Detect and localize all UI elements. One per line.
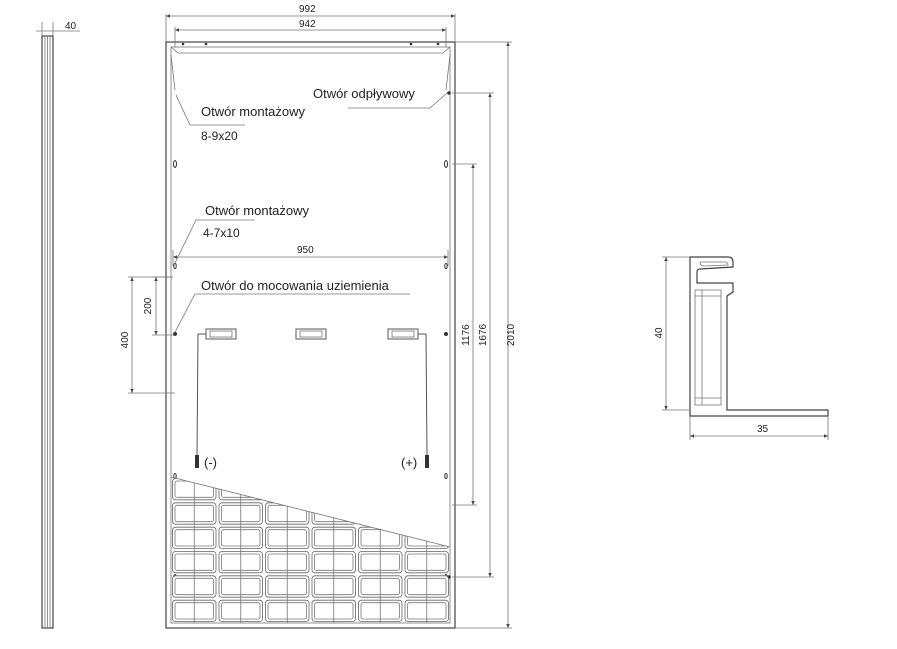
side-thickness-dim: 40 [65, 21, 77, 32]
drain-hole-leader [348, 92, 448, 109]
solar-cell-inner [314, 480, 354, 498]
mounting-hole-a-size: 8-9x20 [201, 129, 238, 143]
small-hole-left-upper [173, 263, 177, 269]
solar-cell-inner [267, 480, 307, 498]
cable-positive [418, 333, 428, 456]
mounting-hole-right-upper [444, 160, 448, 168]
mounting-hole-b-label: Otwór montażowy [205, 203, 310, 218]
small-hole-right-lower [444, 473, 448, 479]
profile-chamber [694, 289, 722, 406]
junction-box-center [295, 328, 327, 340]
mounting-hole-left-upper [173, 160, 177, 168]
connector-positive [425, 455, 429, 468]
front-view: 992 942 950 400 [120, 4, 517, 629]
grounding-hole-label: Otwór do mocowania uziemienia [201, 278, 390, 293]
mid-width-dim: 950 [297, 245, 314, 256]
profile-height-dim: 40 [654, 327, 665, 339]
solar-cell-inner [360, 504, 400, 523]
solar-cell-inner [360, 480, 400, 498]
height-outer-dim: 2010 [506, 323, 517, 346]
height-mid-dim: 1176 [461, 324, 472, 346]
junction-box-right [387, 328, 419, 340]
mounting-hole-b-size: 4-7x10 [203, 226, 240, 240]
cutaway-diagonal [170, 476, 451, 548]
solar-cell [404, 478, 449, 501]
positive-label: (+) [401, 455, 417, 470]
profile-outline [689, 256, 829, 417]
mounting-hole-b-leader [174, 219, 255, 264]
junction-box-left [205, 328, 237, 340]
drain-hole-top [447, 91, 451, 95]
cable-negative [196, 333, 206, 456]
left-dim-outer: 400 [120, 331, 131, 348]
grounding-hole-leader [174, 293, 410, 333]
mounting-hole-a-leader [175, 94, 245, 126]
side-view: 40 [36, 21, 80, 629]
solar-cell [404, 502, 449, 525]
mounting-hole-a-label: Otwór montażowy [201, 104, 306, 119]
grounding-hole-right [444, 332, 448, 336]
frame-profile-view: 40 35 [654, 256, 829, 440]
solar-cell [358, 478, 403, 501]
width-inner-dim: 942 [299, 19, 316, 30]
negative-label: (-) [204, 455, 217, 470]
profile-width-dim: 35 [757, 424, 769, 435]
left-dim-inner: 200 [143, 297, 154, 314]
solar-cell [358, 502, 403, 525]
solar-cells-region [172, 477, 449, 623]
width-outer-dim: 992 [299, 4, 316, 15]
solar-cell [265, 478, 310, 501]
small-hole-right-upper [444, 263, 448, 269]
height-inner-dim: 1676 [478, 323, 489, 346]
solar-cell-inner [407, 480, 447, 498]
connector-negative [195, 455, 199, 468]
solar-cell [311, 478, 356, 501]
solar-cell-inner [407, 504, 447, 523]
drain-hole-label: Otwór odpływowy [313, 86, 415, 101]
